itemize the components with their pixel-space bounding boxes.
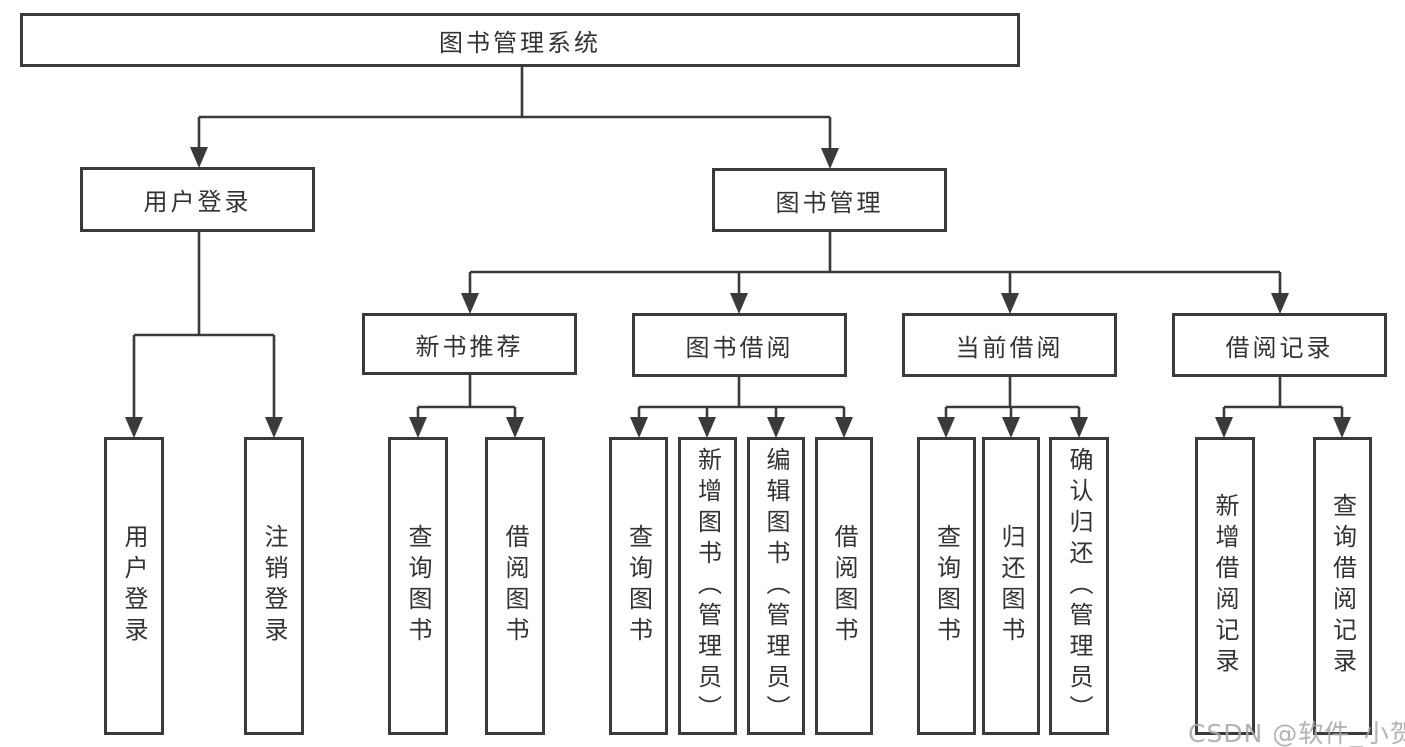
arrowhead xyxy=(698,417,716,438)
leaf-query-books-recommendation-label: 查询图书 xyxy=(404,524,432,648)
arrowhead xyxy=(506,417,524,438)
arrowhead xyxy=(730,293,748,314)
arrowhead xyxy=(125,417,143,438)
edge-book-mgmt-bus xyxy=(468,232,1282,295)
leaf-confirm-return-admin-label: 确认归还（管理员） xyxy=(1065,446,1093,726)
arrowhead xyxy=(461,293,479,314)
leaf-query-borrow-record-label: 查询借阅记录 xyxy=(1328,493,1357,679)
node-book-management: 图书管理 xyxy=(712,168,947,232)
arrowhead xyxy=(409,417,427,438)
leaf-borrow-books-recommendation: 借阅图书 xyxy=(485,437,545,735)
leaf-edit-books-admin-label: 编辑图书（管理员） xyxy=(762,446,790,726)
edge-level2-bus xyxy=(197,115,832,150)
leaf-add-borrow-record-label: 新增借阅记录 xyxy=(1211,493,1239,679)
arrowhead xyxy=(1271,293,1289,314)
node-new-book-recommendation: 新书推荐 xyxy=(362,313,577,375)
node-library-management-system: 图书管理系统 xyxy=(20,13,1020,67)
csdn-watermark: CSDN @软件_小贺同学 xyxy=(1188,719,1405,747)
node-book-borrowing: 图书借阅 xyxy=(632,313,847,377)
leaf-logout-label: 注销登录 xyxy=(260,524,288,648)
leaf-query-books-current-label: 查询图书 xyxy=(932,524,961,648)
arrowhead xyxy=(767,417,785,438)
arrowhead xyxy=(265,417,283,438)
leaf-query-books-borrowing: 查询图书 xyxy=(609,437,668,735)
leaf-logout: 注销登录 xyxy=(244,437,304,735)
leaf-return-books: 归还图书 xyxy=(982,437,1040,735)
arrowhead xyxy=(835,417,853,438)
arrowhead xyxy=(630,417,648,438)
node-borrowing-records: 借阅记录 xyxy=(1172,313,1387,377)
edge-borrow-records-bus xyxy=(1222,377,1344,419)
edge-new-book-rec-bus xyxy=(416,375,517,419)
leaf-edit-books-admin: 编辑图书（管理员） xyxy=(747,437,805,735)
arrowhead xyxy=(1001,293,1019,314)
arrowhead xyxy=(190,147,208,168)
leaf-borrow-books-label: 借阅图书 xyxy=(830,524,858,648)
edge-user-login-bus xyxy=(132,232,276,419)
leaf-confirm-return-admin: 确认归还（管理员） xyxy=(1049,437,1109,735)
leaf-borrow-books-recommendation-label: 借阅图书 xyxy=(501,524,529,648)
leaf-query-books-recommendation: 查询图书 xyxy=(388,437,448,735)
leaf-add-books-admin-label: 新增图书（管理员） xyxy=(693,446,722,726)
arrowhead xyxy=(1070,417,1088,438)
arrowhead xyxy=(1215,417,1233,438)
arrowhead xyxy=(1002,417,1020,438)
edge-book-borrow-bus xyxy=(637,377,846,419)
leaf-user-login-label: 用户登录 xyxy=(120,524,148,648)
leaf-user-login: 用户登录 xyxy=(104,437,164,735)
arrowheads xyxy=(125,147,1351,438)
leaf-borrow-books: 借阅图书 xyxy=(815,437,873,735)
leaf-query-books-borrowing-label: 查询图书 xyxy=(624,524,653,648)
leaf-query-books-current: 查询图书 xyxy=(917,437,976,735)
leaf-return-books-label: 归还图书 xyxy=(997,524,1025,648)
arrowhead xyxy=(821,148,839,169)
edge-current-borrow-bus xyxy=(944,377,1081,419)
arrowhead xyxy=(1333,417,1351,438)
leaf-add-books-admin: 新增图书（管理员） xyxy=(678,437,737,735)
leaf-add-borrow-record: 新增借阅记录 xyxy=(1195,437,1255,735)
node-current-borrowing: 当前借阅 xyxy=(902,313,1117,377)
connector-lines xyxy=(132,67,1344,419)
node-user-login: 用户登录 xyxy=(80,167,315,232)
leaf-query-borrow-record: 查询借阅记录 xyxy=(1313,437,1372,735)
arrowhead xyxy=(937,417,955,438)
